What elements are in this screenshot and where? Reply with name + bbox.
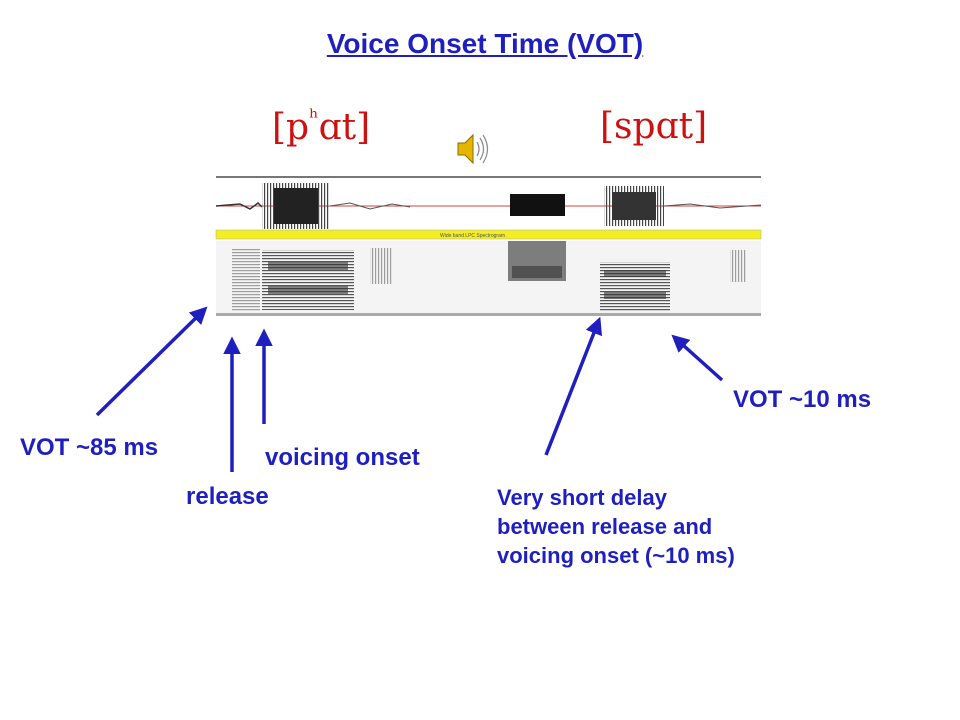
- label-voicing-onset: voicing onset: [265, 444, 420, 471]
- waveform: [215, 183, 762, 229]
- ipa-word-spat: [spɑt]: [600, 106, 708, 147]
- arrow-vot85: [95, 306, 208, 417]
- label-short-delay: Very short delay between release and voi…: [497, 483, 877, 570]
- spectrogram-panel: Wide band LPC Spectrogram: [215, 176, 762, 316]
- speaker-icon[interactable]: [457, 133, 489, 165]
- arrow-vot10: [671, 334, 724, 382]
- ipa-word-phat: [pʰɑt]: [272, 106, 371, 148]
- label-short-delay-line-1: Very short delay: [497, 485, 667, 510]
- spectrogram-band-label: Wide band LPC Spectrogram: [440, 233, 505, 239]
- label-short-delay-line-2: between release and: [497, 514, 713, 539]
- arrow-delay: [544, 316, 603, 456]
- label-vot-10: VOT ~10 ms: [733, 386, 872, 413]
- page-title: Voice Onset Time (VOT): [326, 28, 644, 59]
- label-short-delay-line-3: voicing onset (~10 ms): [497, 543, 735, 568]
- label-vot-85: VOT ~85 ms: [20, 434, 159, 461]
- label-release: release: [186, 483, 269, 510]
